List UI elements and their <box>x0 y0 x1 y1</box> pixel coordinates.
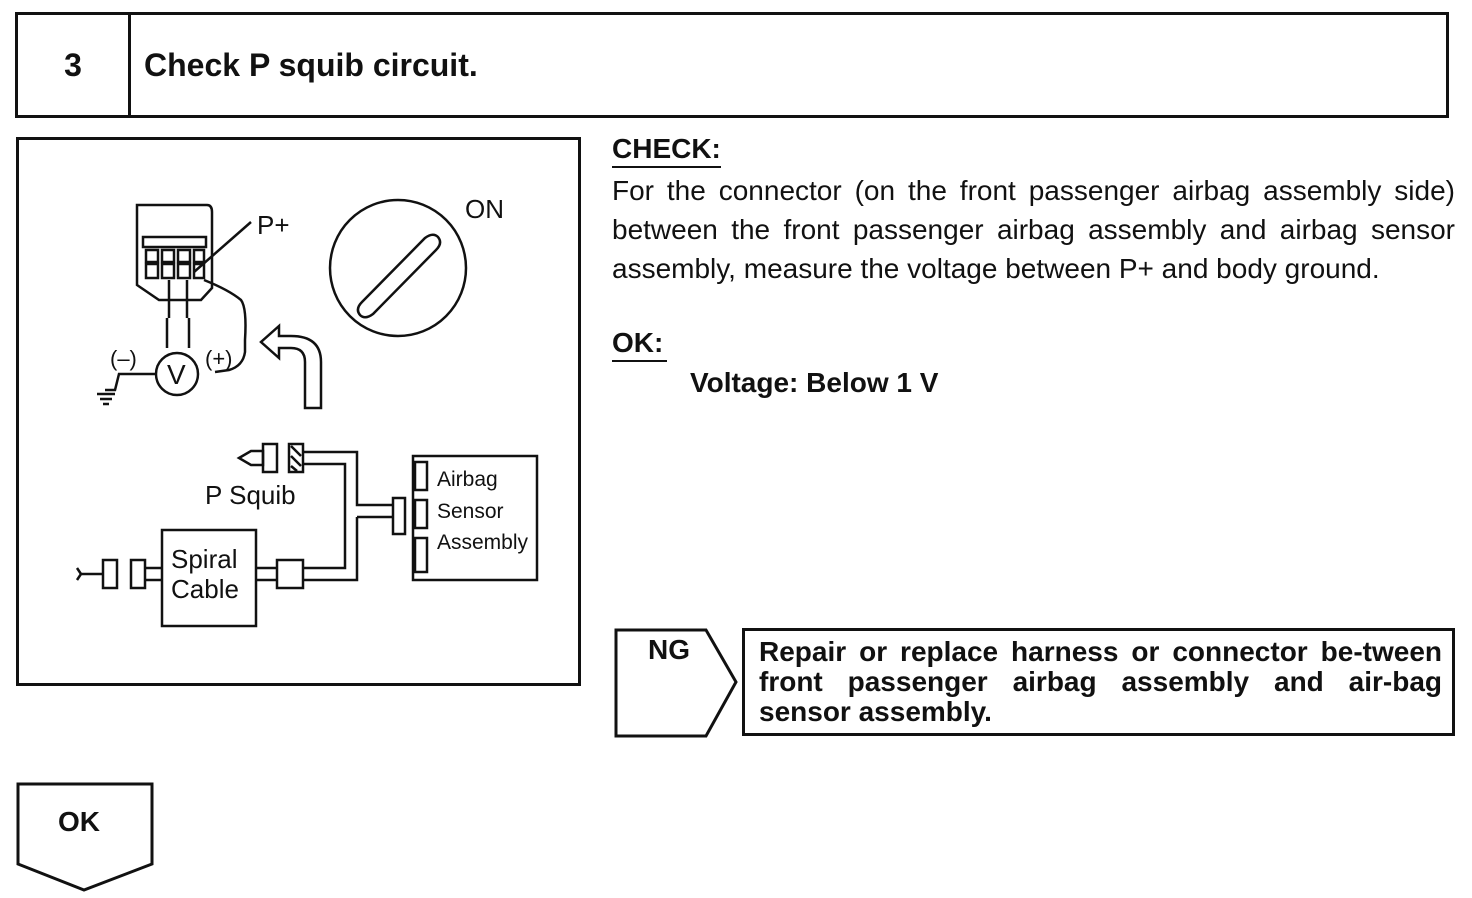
probe-line <box>193 221 252 273</box>
airbag-sensor-box <box>411 454 539 582</box>
harness-outer <box>303 517 359 582</box>
wiring-figure: P+ ON (–) (+) V P Squib Spiral Cable Air… <box>16 137 581 686</box>
squib-connector-half <box>287 442 305 474</box>
sensor-connector <box>391 496 407 536</box>
ng-action-box: Repair or replace harness or connector b… <box>742 628 1455 736</box>
sensor-label-line1: Airbag <box>437 468 498 491</box>
ignition-on-label: ON <box>465 194 504 224</box>
ok-specification: Voltage: Below 1 V <box>690 367 939 398</box>
ignition-switch-circle <box>328 198 468 338</box>
sensor-label-line3: Assembly <box>437 531 529 554</box>
voltmeter-symbol: V <box>167 359 186 390</box>
terminal-label: P+ <box>257 210 290 240</box>
connector-latch <box>141 235 208 249</box>
check-instructions: For the connector (on the front passenge… <box>612 175 1455 284</box>
meter-negative-label: (–) <box>110 346 137 371</box>
connector-wires <box>167 280 189 318</box>
step-title: Check P squib circuit. <box>144 46 478 83</box>
step-number: 3 <box>18 15 131 115</box>
ok-arrow-tab <box>16 782 154 892</box>
arrow-icon <box>259 323 323 410</box>
wiring-diagram: P+ ON (–) (+) V P Squib Spiral Cable Air… <box>75 194 539 628</box>
spiral-label-line1: Spiral <box>171 544 237 574</box>
ground-icon <box>97 392 115 406</box>
harness-inner <box>303 462 347 570</box>
ignition-key-slot <box>356 233 442 319</box>
step-header: 3 Check P squib circuit. <box>15 12 1449 118</box>
ok-heading: OK: <box>612 327 667 362</box>
squib-label: P Squib <box>205 480 296 510</box>
ok-next-label: OK <box>58 806 100 837</box>
sensor-label-line2: Sensor <box>437 500 504 523</box>
positive-lead <box>203 278 247 374</box>
ng-label: NG <box>648 634 690 665</box>
negative-lead <box>105 372 156 392</box>
ng-arrow-tab <box>614 628 738 738</box>
meter-positive-label: (+) <box>205 346 233 371</box>
spiral-cable-box <box>160 528 258 628</box>
spiral-label-line2: Cable <box>171 574 239 604</box>
check-heading: CHECK: <box>612 133 721 168</box>
harness-upper <box>303 450 393 507</box>
